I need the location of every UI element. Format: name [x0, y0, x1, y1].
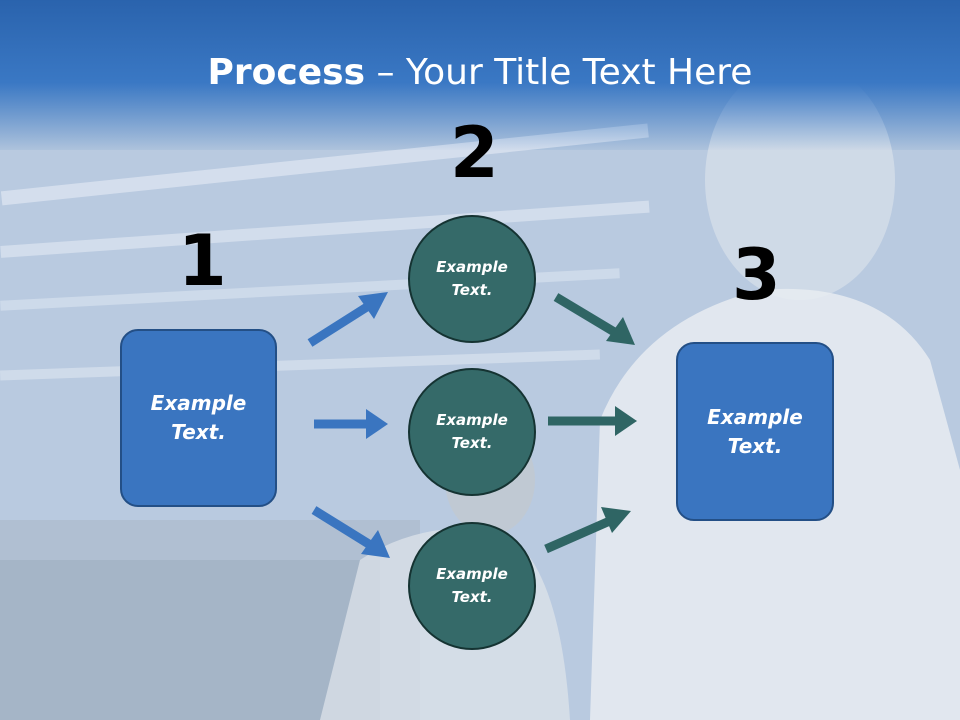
circle-middle-text: Example Text. — [436, 411, 508, 452]
left-box-text: Example Text. — [150, 391, 247, 444]
circle-top-text: Example Text. — [436, 258, 508, 299]
circle-node-middle[interactable]: Example Text. — [408, 368, 536, 496]
step-number-2: 2 — [450, 112, 499, 194]
circle-node-top[interactable]: Example Text. — [408, 215, 536, 343]
slide-title: Process – Your Title Text Here — [0, 52, 960, 93]
step-number-3: 3 — [732, 234, 781, 316]
title-bar — [0, 0, 960, 150]
step-number-1: 1 — [178, 220, 227, 302]
title-rest: – Your Title Text Here — [365, 52, 753, 93]
title-bold: Process — [207, 52, 366, 93]
right-box-text: Example Text. — [707, 404, 803, 458]
circle-node-bottom[interactable]: Example Text. — [408, 522, 536, 650]
left-process-box[interactable]: Example Text. — [120, 329, 277, 507]
right-process-box[interactable]: Example Text. — [676, 342, 834, 521]
circle-bottom-text: Example Text. — [436, 565, 508, 606]
